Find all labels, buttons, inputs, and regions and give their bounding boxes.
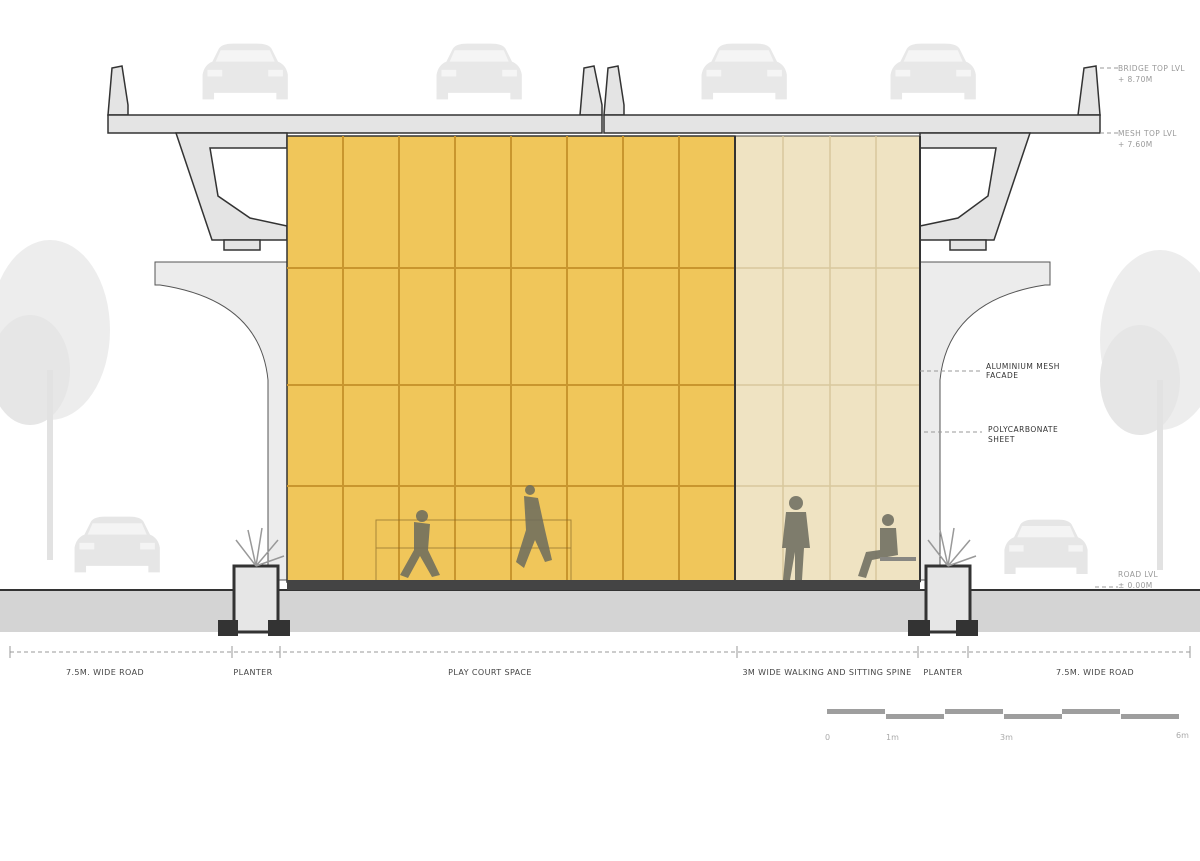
mesh-frame-grid (287, 136, 921, 582)
level-name: ROAD LVL (1118, 570, 1159, 579)
people-silhouettes (400, 485, 916, 580)
level-markers: BRIDGE TOP LVL + 8.70M MESH TOP LVL + 7.… (1095, 64, 1185, 590)
zone-label: 7.5M. WIDE ROAD (66, 668, 144, 677)
pier-right (919, 261, 1051, 581)
level-value: ± 0.00M (1118, 581, 1153, 590)
level-value: + 7.60M (1118, 140, 1153, 149)
level-value: + 8.70M (1118, 75, 1153, 84)
court-floor-slab (287, 580, 920, 590)
annotation-text: POLYCARBONATE (988, 425, 1058, 434)
scale-label: 0 (825, 733, 830, 742)
scale-label: 6m (1176, 731, 1189, 740)
zone-label: PLANTER (923, 668, 962, 677)
tree-right (1100, 250, 1200, 570)
zone-label: PLAY COURT SPACE (448, 668, 532, 677)
scale-label: 3m (1000, 733, 1013, 742)
level-name: BRIDGE TOP LVL (1118, 64, 1185, 73)
scale-label: 1m (886, 733, 899, 742)
pier-left (154, 261, 288, 581)
road-ground (0, 590, 1200, 632)
tree-left (0, 240, 110, 560)
footings (218, 620, 978, 636)
level-name: MESH TOP LVL (1118, 129, 1177, 138)
zone-label: PLANTER (233, 668, 272, 677)
dimension-line: 7.5M. WIDE ROAD PLANTER PLAY COURT SPACE… (9, 646, 1191, 677)
material-annotations: ALUMINIUM MESH FACADE POLYCARBONATE SHEE… (920, 362, 1060, 444)
scale-bar: 0 1m 3m 6m (825, 709, 1189, 742)
planter-plants (235, 527, 977, 567)
bridge-deck (107, 65, 1101, 251)
polycarbonate-spine (734, 135, 921, 583)
zone-label: 7.5M. WIDE ROAD (1056, 668, 1134, 677)
annotation-text: SHEET (988, 435, 1015, 444)
badminton-net (375, 519, 572, 580)
annotation-text: ALUMINIUM MESH (986, 362, 1060, 371)
zone-label: 3M WIDE WALKING AND SITTING SPINE (742, 668, 911, 677)
annotation-text: FACADE (986, 371, 1019, 380)
